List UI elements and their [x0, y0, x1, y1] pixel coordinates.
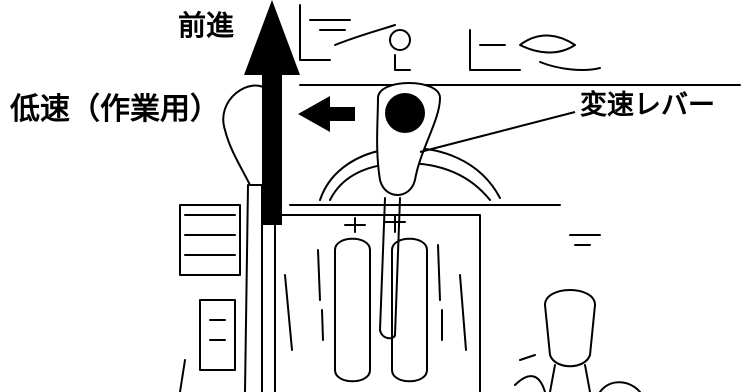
left-panel-sketch	[179, 204, 241, 392]
low-speed-label: 低速（作業用）	[10, 92, 220, 127]
shift-lever-label: 変速レバー	[580, 90, 715, 121]
shift-gate-plate	[274, 214, 481, 392]
right-knob-sketch	[514, 234, 641, 392]
forward-label: 前進	[178, 9, 235, 42]
low-speed-arrow-icon	[298, 96, 355, 132]
shift-lever-knob	[385, 93, 425, 133]
upper-panel-sketch	[299, 4, 741, 86]
shift-lever-leader-line	[419, 111, 576, 153]
cover-sketch	[289, 146, 561, 206]
forward-arrow-icon	[244, 0, 300, 225]
